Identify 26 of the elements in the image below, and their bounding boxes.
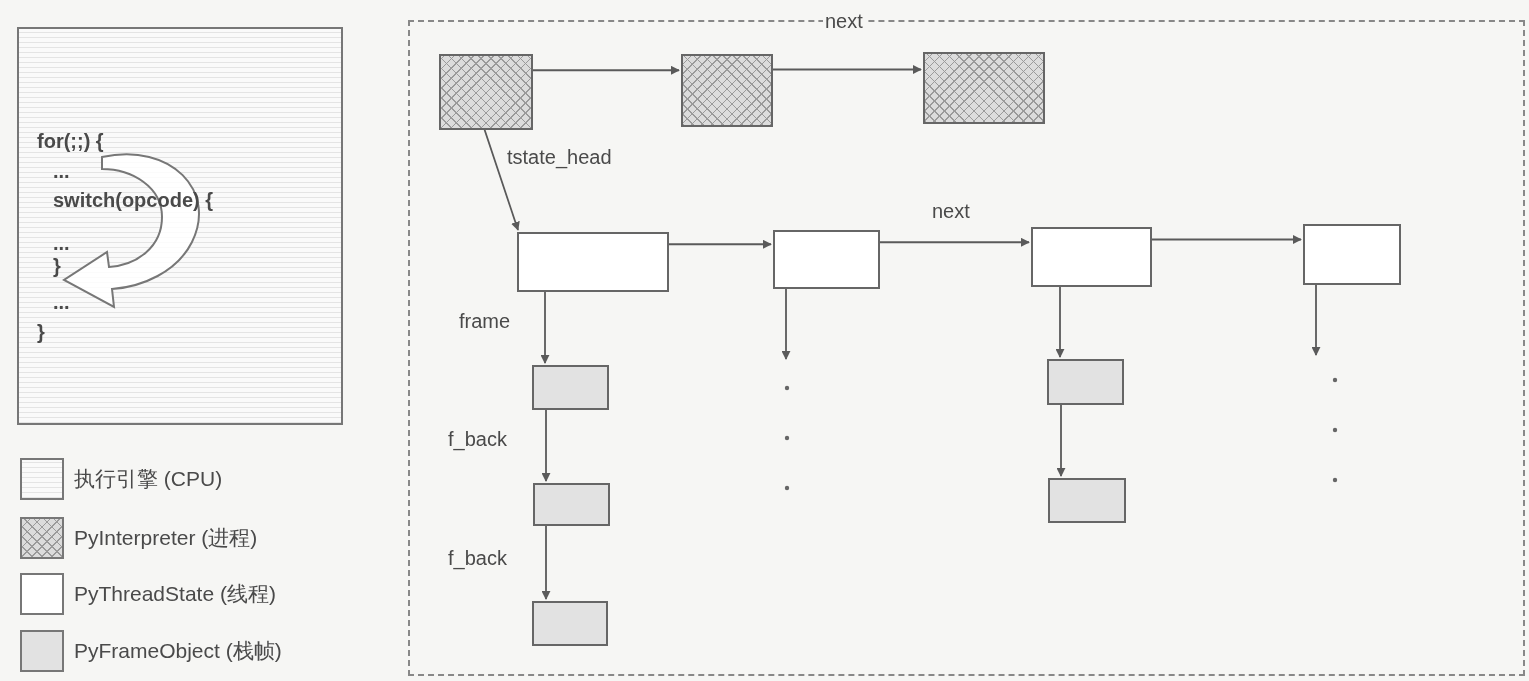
legend-label: 执行引擎 (CPU) [74,466,223,492]
code-line: ... [53,160,70,183]
code-line: ... [53,232,70,255]
thread-box [773,230,880,289]
legend-label: PyInterpreter (进程) [74,525,258,551]
frame-box [532,601,608,646]
thread-box [1031,227,1152,287]
edge-label: tstate_head [505,146,614,169]
interpreter-box [439,54,533,130]
frame-box [1047,359,1124,405]
code-line: } [53,255,61,278]
edge-label: f_back [446,428,509,451]
interpreter-box [681,54,773,127]
thread-box [517,232,669,292]
interpreter-box [923,52,1045,124]
frame-box [1048,478,1126,523]
legend-label: PyFrameObject (栈帧) [74,638,282,664]
frame-box [533,483,610,526]
code-panel [17,27,343,425]
code-line: for(;;) { [37,130,104,153]
thread-box [1303,224,1401,285]
edge-label: f_back [446,547,509,570]
frame-box [532,365,609,410]
code-line: } [37,321,45,344]
legend-label: PyThreadState (线程) [74,581,276,607]
code-line: ... [53,291,70,314]
